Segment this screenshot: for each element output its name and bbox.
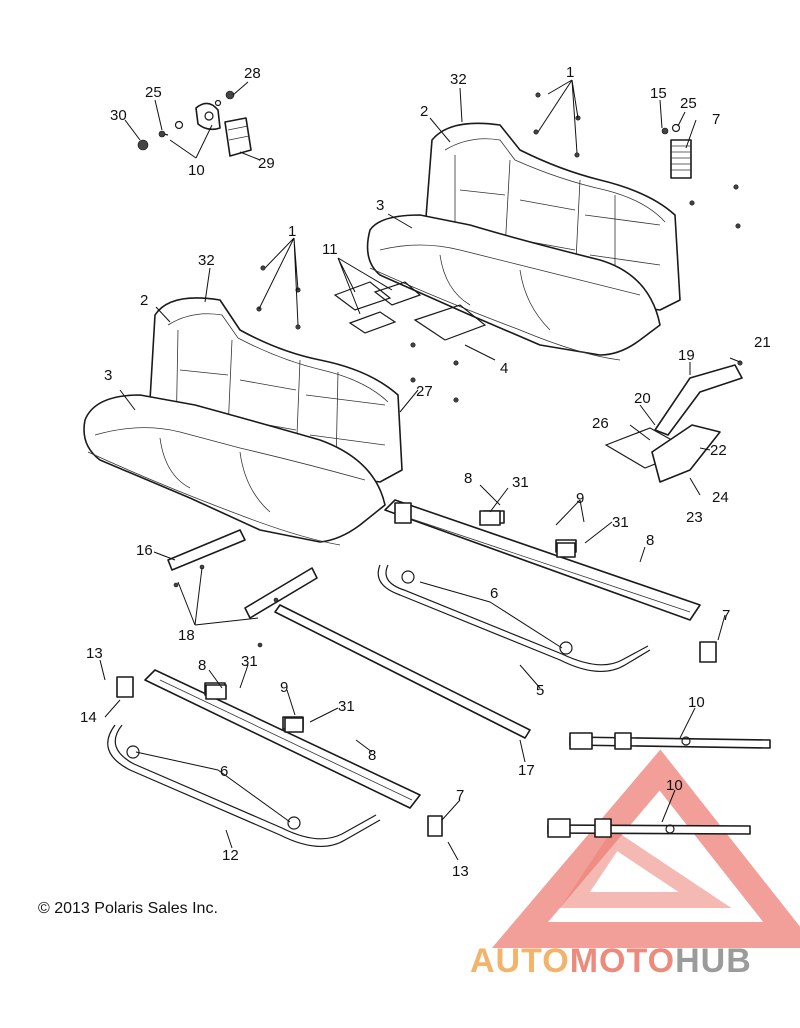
callout-labels: 1 32 2 3 15 25 7 28 25 30 10 29 1 11 32 … — [80, 64, 771, 880]
callout-17: 17 — [518, 762, 535, 779]
callout-19: 19 — [678, 347, 695, 364]
svg-text:AUTOMOTOHUB: AUTOMOTOHUB — [470, 942, 752, 980]
callout-9: 9 — [280, 679, 288, 696]
leader-lines — [99, 79, 741, 861]
callout-20: 20 — [634, 390, 651, 407]
strip-17 — [274, 604, 531, 739]
callout-31: 31 — [612, 514, 629, 531]
callout-4: 4 — [500, 360, 508, 377]
callout-25: 25 — [680, 95, 697, 112]
watermark-auto: AUTO — [470, 942, 570, 980]
callout-8: 8 — [464, 470, 472, 487]
callout-8: 8 — [368, 747, 376, 764]
callout-31: 31 — [512, 474, 529, 491]
callout-12: 12 — [222, 847, 239, 864]
callout-23: 23 — [686, 509, 703, 526]
callout-15: 15 — [650, 85, 667, 102]
panel-22-26 — [604, 424, 721, 483]
callout-29: 29 — [258, 155, 275, 172]
callout-1: 1 — [566, 64, 574, 81]
callout-6: 6 — [220, 763, 228, 780]
callout-6: 6 — [490, 585, 498, 602]
fastener-pads — [333, 281, 487, 341]
callout-27: 27 — [416, 383, 433, 400]
watermark-moto: MOTO — [570, 942, 675, 980]
callout-28: 28 — [244, 65, 261, 82]
copyright-text: © 2013 Polaris Sales Inc. — [38, 900, 218, 917]
callout-31: 31 — [338, 698, 355, 715]
callout-25: 25 — [145, 84, 162, 101]
spring-part — [670, 139, 692, 179]
callout-16: 16 — [136, 542, 153, 559]
callout-30: 30 — [110, 107, 127, 124]
callout-32: 32 — [198, 252, 215, 269]
upper-frame — [377, 499, 717, 673]
watermark-hub: HUB — [675, 942, 752, 980]
callout-11: 11 — [322, 241, 338, 258]
callout-7: 7 — [722, 607, 730, 624]
seatbelt-10b — [547, 818, 751, 838]
strap-16 — [167, 529, 318, 648]
callout-2: 2 — [420, 103, 428, 120]
callout-8: 8 — [646, 532, 654, 549]
lower-frame — [107, 669, 443, 848]
callout-24: 24 — [712, 489, 729, 506]
callout-3: 3 — [376, 197, 384, 214]
callout-21: 21 — [754, 334, 771, 351]
watermark-brand: AUTOMOTOHUB — [470, 942, 752, 980]
callout-9: 9 — [576, 490, 584, 507]
seatbelt-10a — [569, 732, 771, 750]
watermark-logo — [491, 749, 800, 948]
callout-5: 5 — [536, 682, 544, 699]
bracket-19 — [654, 364, 743, 436]
callout-8: 8 — [198, 657, 206, 674]
callout-10: 10 — [688, 694, 705, 711]
callout-10: 10 — [666, 777, 683, 794]
callout-22: 22 — [710, 442, 727, 459]
lower-seat-cushion — [83, 394, 386, 546]
buckles — [205, 510, 576, 733]
callout-2: 2 — [140, 292, 148, 309]
callout-3: 3 — [104, 367, 112, 384]
callout-13: 13 — [86, 645, 103, 662]
callout-32: 32 — [450, 71, 467, 88]
callout-14: 14 — [80, 709, 97, 726]
callout-10: 10 — [188, 162, 205, 179]
screws — [256, 92, 743, 403]
callout-18: 18 — [178, 627, 195, 644]
callout-7: 7 — [712, 111, 720, 128]
callout-13: 13 — [452, 863, 469, 880]
callout-31: 31 — [241, 653, 258, 670]
callout-7: 7 — [456, 787, 464, 804]
callout-1: 1 — [288, 223, 296, 240]
callout-26: 26 — [592, 415, 609, 432]
hardware-group-topleft — [137, 90, 252, 157]
